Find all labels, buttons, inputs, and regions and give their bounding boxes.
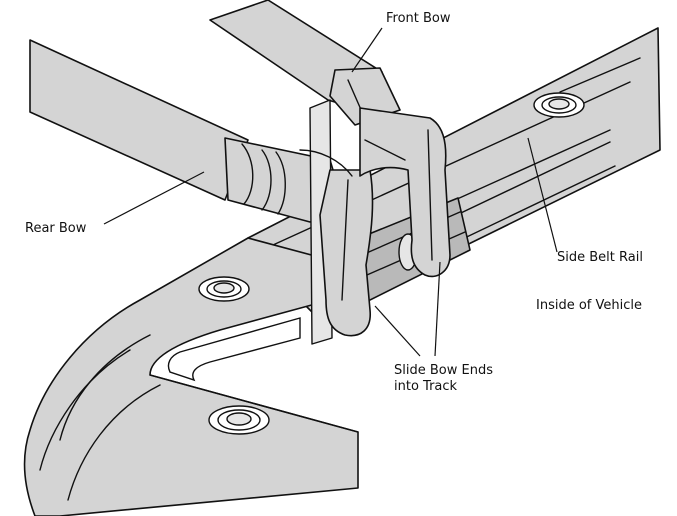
- front-bow-label: Front Bow: [386, 11, 451, 26]
- inside-of-vehicle-label: Inside of Vehicle: [536, 298, 642, 313]
- frame-rail: [23, 237, 359, 516]
- slide-bow-end-right: [359, 107, 451, 278]
- rear-bow-label: Rear Bow: [25, 221, 87, 236]
- side-belt-rail-label: Side Belt Rail: [557, 250, 643, 265]
- slide-bow-ends-label-line1: Slide Bow Ends: [394, 363, 493, 378]
- slide-bow-end-left: [299, 149, 374, 337]
- slide-bow-ends-label-line2: into Track: [394, 379, 458, 394]
- leader-lines: [103, 27, 558, 357]
- rivet-bottom: [208, 405, 270, 435]
- rivet-left: [198, 276, 250, 302]
- front-bow: [209, 0, 401, 126]
- rivet-top: [533, 92, 585, 118]
- slide-bow-ends-label: Slide Bow Ends into Track: [394, 363, 493, 395]
